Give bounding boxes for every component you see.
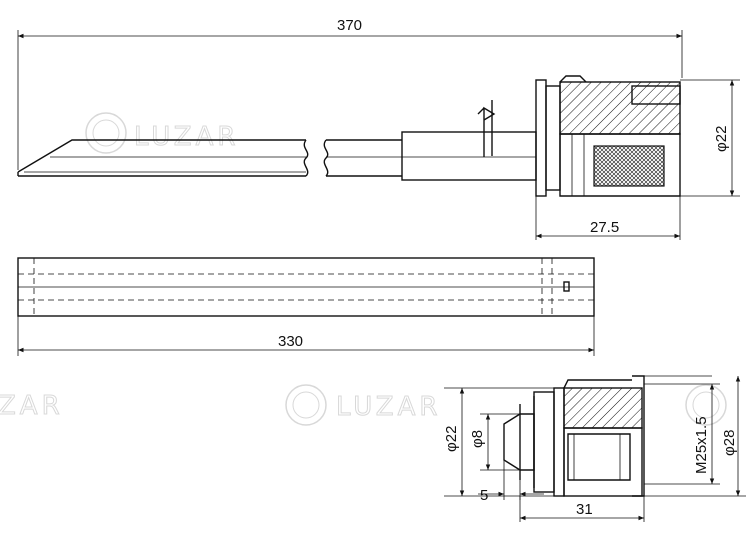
watermark-top: LUZAR xyxy=(85,112,239,154)
watermark-center: LUZAR xyxy=(285,384,441,426)
dimension-label-thread: M25x1.5 xyxy=(693,416,710,474)
watermark-right xyxy=(685,384,727,426)
watermark-brand-text: LUZAR xyxy=(336,392,441,422)
filter-mesh xyxy=(593,145,665,187)
watermark-brand-text: LUZAR xyxy=(134,122,239,152)
dimension-label-370: 370 xyxy=(337,17,362,34)
cartridge-side-view: 330 xyxy=(17,257,595,356)
dimension-label-detail-d22: φ22 xyxy=(443,426,460,452)
cartridge-marker xyxy=(563,281,570,292)
tube-left-section xyxy=(17,139,306,177)
watermark-brand-cut-text: ZAR xyxy=(0,391,64,421)
dimension-label-5: 5 xyxy=(480,487,488,504)
cap-detail-view: φ22 φ8 M25x1.5 φ28 5 31 xyxy=(443,375,746,522)
break-mark-right xyxy=(323,139,329,177)
dimension-label-27-5: 27.5 xyxy=(590,219,619,236)
dimension-label-d28: φ28 xyxy=(721,430,738,456)
dimension-label-31: 31 xyxy=(576,501,593,518)
dimension-label-330: 330 xyxy=(278,333,303,350)
dimension-label-d22: φ22 xyxy=(713,126,730,152)
watermark-left: ZAR xyxy=(0,391,64,422)
tube-sleeve xyxy=(401,131,537,181)
drier-cap-assembly xyxy=(535,75,681,197)
flow-arrow-icon xyxy=(477,106,496,157)
assembly-side-view: 370 φ22 xyxy=(17,17,740,240)
break-mark-left xyxy=(303,139,309,177)
dimension-label-d8: φ8 xyxy=(469,430,486,448)
